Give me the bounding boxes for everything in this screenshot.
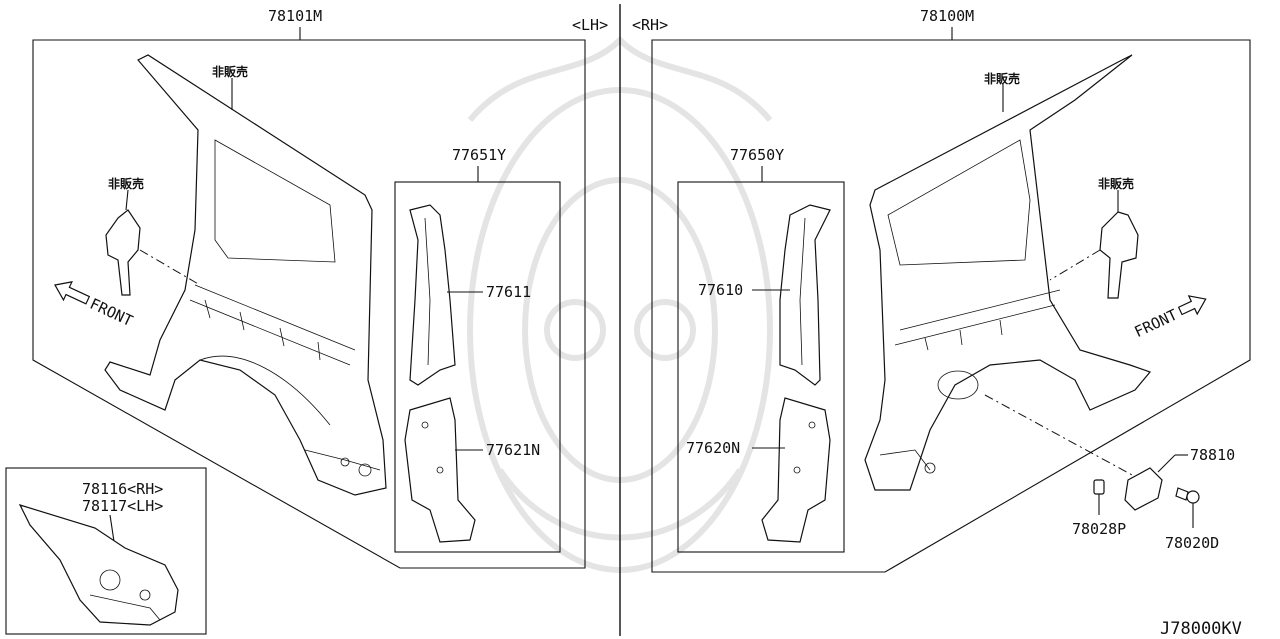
lh-assembly-label[interactable]: 78101M	[268, 7, 322, 25]
lh-part-77611[interactable]: 77611	[486, 283, 531, 301]
lh-subgroup-label[interactable]: 77651Y	[452, 146, 506, 164]
lh-side-bracket	[105, 209, 141, 296]
rh-not-for-sale-upper: 非販売	[984, 71, 1020, 86]
rh-fuel-filler-lid	[1124, 467, 1163, 511]
lh-side-label: <LH>	[572, 16, 608, 34]
lh-not-for-sale-upper: 非販売	[212, 64, 248, 79]
lh-part-77621N[interactable]: 77621N	[486, 441, 540, 459]
rh-subgroup-label[interactable]: 77650Y	[730, 146, 784, 164]
rh-grommet-78028P	[1093, 479, 1105, 515]
rh-part-78028P[interactable]: 78028P	[1072, 520, 1126, 538]
svg-text:FRONT: FRONT	[87, 295, 136, 330]
rh-quarter-panel	[864, 54, 1152, 491]
lh-pillar-lower	[404, 397, 476, 543]
rh-side-label: <RH>	[632, 16, 668, 34]
svg-text:FRONT: FRONT	[1132, 306, 1181, 341]
rh-clip-78020D	[1175, 487, 1200, 528]
diagram-code: J78000KV	[1160, 619, 1242, 639]
lh-panel: 78101M <LH> 非販売 非販売 FRONT 77651Y	[32, 7, 608, 569]
lh-pillar-upper	[409, 204, 456, 386]
rh-part-78020D[interactable]: 78020D	[1165, 534, 1219, 552]
inset-rear-bracket	[18, 504, 179, 626]
rh-part-78810[interactable]: 78810	[1190, 446, 1235, 464]
inset-panel: 78116<RH> 78117<LH>	[5, 467, 207, 635]
lh-quarter-panel	[104, 54, 387, 496]
lh-not-for-sale-side: 非販売	[108, 176, 144, 191]
rh-pillar-lower	[761, 397, 831, 543]
inset-label-lh[interactable]: 78117<LH>	[82, 497, 163, 515]
rh-part-77610[interactable]: 77610	[698, 281, 743, 299]
inset-label-rh[interactable]: 78116<RH>	[82, 480, 163, 498]
rh-side-bracket	[1099, 211, 1139, 299]
rh-front-arrow: FRONT	[1132, 295, 1207, 341]
rh-assembly-label[interactable]: 78100M	[920, 7, 974, 25]
rh-part-77620N[interactable]: 77620N	[686, 439, 740, 457]
rh-not-for-sale-side: 非販売	[1098, 176, 1134, 191]
rh-pillar-upper	[779, 204, 831, 386]
